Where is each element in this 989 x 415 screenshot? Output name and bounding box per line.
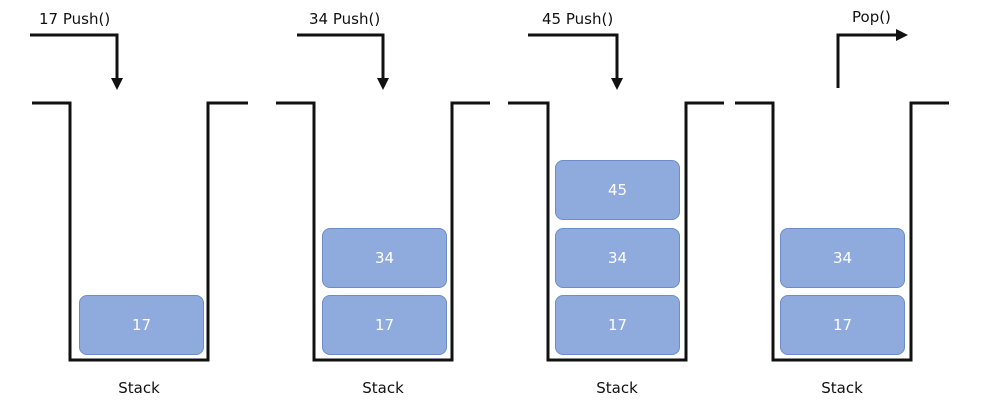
stack-label: Stack — [821, 379, 863, 397]
stack-item: 17 — [780, 295, 905, 355]
stack-item: 17 — [322, 295, 447, 355]
stack-label: Stack — [362, 379, 404, 397]
stack-item: 17 — [79, 295, 204, 355]
stack-label: Stack — [596, 379, 638, 397]
arrow-head-down-icon — [111, 78, 123, 90]
operation-label: Pop() — [852, 8, 891, 26]
panel-push-17: 17 Push() 17 Stack — [0, 0, 250, 415]
arrow-head-down-icon — [611, 78, 623, 90]
arrow-head-down-icon — [377, 78, 389, 90]
push-arrow — [30, 33, 123, 90]
arrow-head-right-icon — [896, 29, 908, 41]
stack-item: 34 — [322, 228, 447, 288]
operation-label: 45 Push() — [542, 10, 614, 28]
stack-item: 34 — [555, 228, 680, 288]
stack-label: Stack — [118, 379, 160, 397]
stack-item: 45 — [555, 160, 680, 220]
stack-item: 34 — [780, 228, 905, 288]
stack-item: 17 — [555, 295, 680, 355]
stack-container — [32, 101, 248, 362]
operation-label: 17 Push() — [39, 10, 111, 28]
operation-label: 34 Push() — [309, 10, 381, 28]
